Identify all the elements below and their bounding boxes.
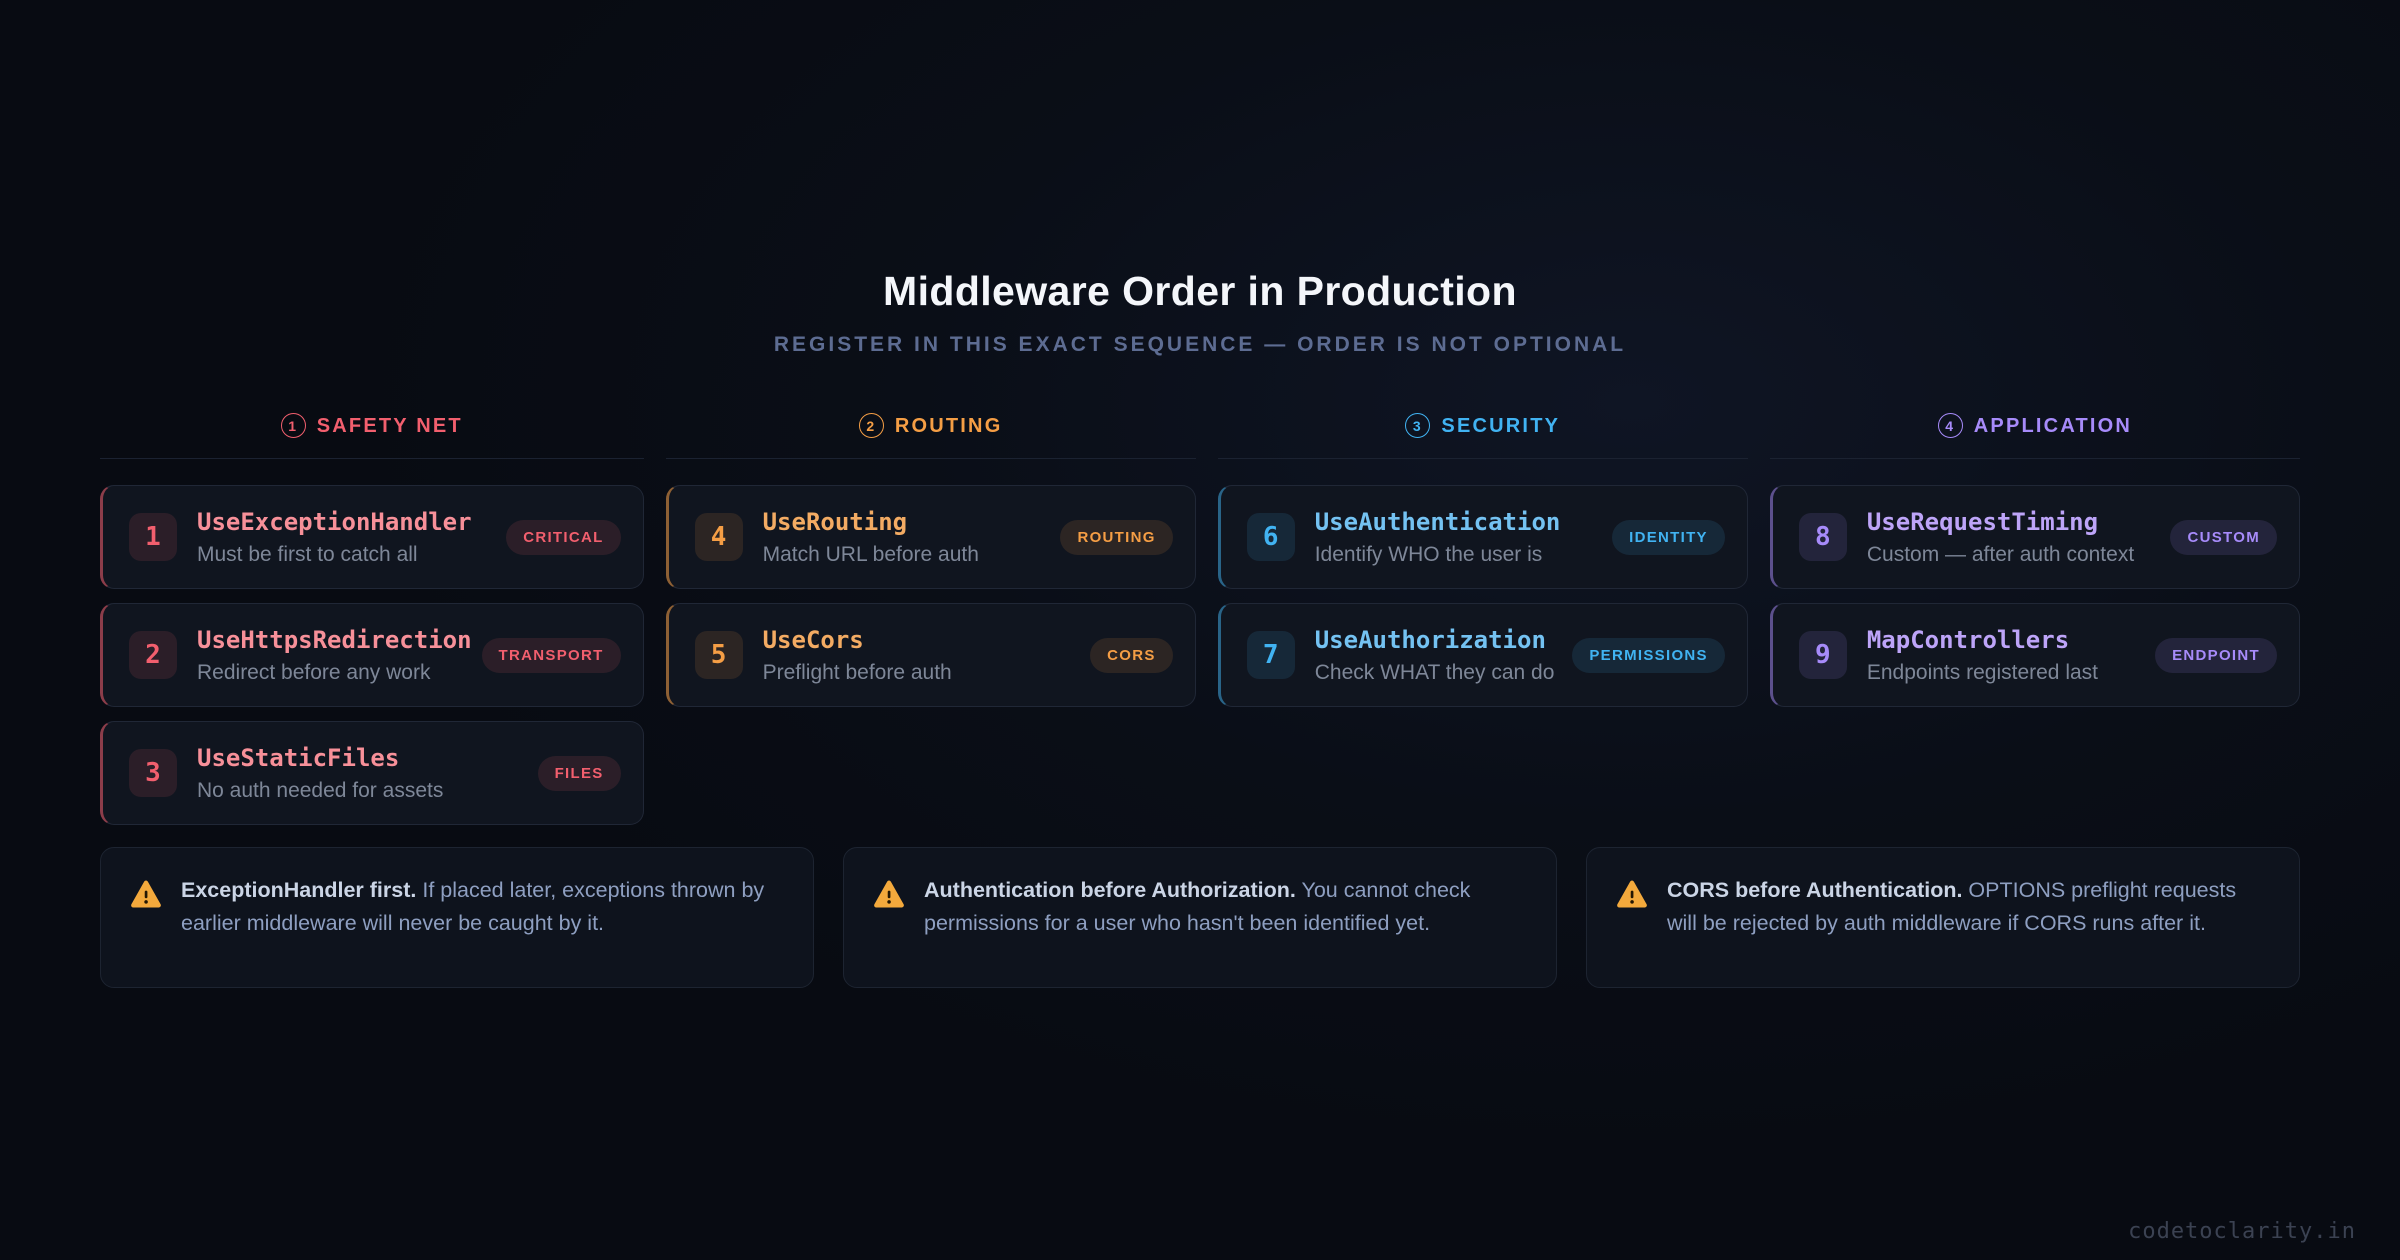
column-safety-net: 1 SAFETY NET 1 UseExceptionHandler Must … [100, 413, 644, 825]
middleware-name: UseAuthentication [1314, 507, 1561, 536]
middleware-card-use-exception-handler: 1 UseExceptionHandler Must be first to c… [100, 485, 644, 589]
column-security: 3 SECURITY 6 UseAuthentication Identify … [1217, 413, 1748, 707]
middleware-description: Preflight before auth [762, 660, 952, 684]
step-number: 8 [1798, 513, 1847, 561]
category-badge: ENDPOINT [2155, 637, 2277, 673]
middleware-description: Match URL before auth [762, 542, 979, 566]
note-body: OPTIONS preflight requests will be rejec… [1667, 878, 2237, 935]
step-number: 1 [129, 513, 177, 561]
column-label: SAFETY NET [316, 414, 463, 437]
middleware-card-map-controllers: 9 MapControllers Endpoints registered la… [1769, 603, 2300, 707]
column-label: ROUTING [894, 414, 1003, 437]
middleware-card-use-static-files: 3 UseStaticFiles No auth needed for asse… [100, 721, 644, 825]
middleware-name: MapControllers [1866, 625, 2070, 654]
middleware-name: UseRequestTiming [1866, 507, 2099, 536]
middleware-description: Check WHAT they can do [1314, 660, 1555, 684]
column-label: SECURITY [1441, 414, 1561, 437]
middleware-description: Custom — after auth context [1866, 542, 2135, 566]
category-badge: PERMISSIONS [1572, 637, 1725, 673]
card-text: UseStaticFiles No auth needed for assets [197, 744, 528, 803]
middleware-card-use-routing: 4 UseRouting Match URL before auth ROUTI… [665, 485, 1196, 589]
content-area: Middleware Order in Production REGISTER … [100, 0, 2300, 988]
middleware-name: UseCors [762, 625, 864, 654]
category-badge: CRITICAL [506, 519, 621, 555]
middleware-name: UseHttpsRedirection [197, 625, 472, 654]
category-badge: CORS [1090, 637, 1173, 673]
column-header-routing: 2 ROUTING [665, 413, 1196, 459]
column-header-security: 3 SECURITY [1217, 413, 1748, 459]
category-badge: IDENTITY [1612, 519, 1725, 555]
note-body: You cannot check permissions for a user … [924, 878, 1471, 935]
warning-notes-row: ExceptionHandler first. If placed later,… [100, 847, 2300, 988]
page-title: Middleware Order in Production [883, 268, 1517, 314]
middleware-description: Endpoints registered last [1866, 660, 2098, 684]
note-text: CORS before Authentication. OPTIONS pref… [1667, 874, 2271, 939]
step-number: 5 [694, 631, 743, 679]
circled-number-icon: 1 [280, 413, 306, 438]
note-lead: CORS before Authentication. [1667, 878, 1963, 902]
middleware-card-use-cors: 5 UseCors Preflight before auth CORS [665, 603, 1196, 707]
column-application: 4 APPLICATION 8 UseRequestTiming Custom … [1769, 413, 2300, 707]
note-lead: ExceptionHandler first. [181, 878, 417, 902]
middleware-card-use-https-redirection: 2 UseHttpsRedirection Redirect before an… [100, 603, 644, 707]
middleware-description: No auth needed for assets [197, 778, 444, 802]
circled-number-icon: 3 [1405, 413, 1431, 438]
column-label: APPLICATION [1973, 414, 2133, 437]
step-number: 3 [129, 749, 177, 797]
card-text: UseAuthorization Check WHAT they can do [1315, 626, 1563, 685]
step-number: 9 [1798, 631, 1847, 679]
middleware-card-use-authorization: 7 UseAuthorization Check WHAT they can d… [1217, 603, 1748, 707]
circled-number-icon: 4 [1937, 413, 1963, 438]
step-number: 2 [129, 631, 177, 679]
card-text: UseRequestTiming Custom — after auth con… [1867, 508, 2161, 567]
warning-icon [131, 880, 161, 908]
category-badge: FILES [537, 755, 621, 791]
warning-icon [874, 880, 904, 908]
middleware-description: Must be first to catch all [197, 542, 418, 566]
column-header-application: 4 APPLICATION [1769, 413, 2300, 459]
warning-note-auth-order: Authentication before Authorization. You… [843, 847, 1557, 988]
column-routing: 2 ROUTING 4 UseRouting Match URL before … [665, 413, 1196, 707]
middleware-name: UseRouting [762, 507, 908, 536]
step-number: 7 [1246, 631, 1295, 679]
note-text: ExceptionHandler first. If placed later,… [181, 874, 785, 939]
card-text: MapControllers Endpoints registered last [1867, 626, 2145, 685]
middleware-name: UseExceptionHandler [197, 507, 472, 536]
card-text: UseExceptionHandler Must be first to cat… [197, 508, 496, 567]
warning-note-cors-order: CORS before Authentication. OPTIONS pref… [1586, 847, 2300, 988]
column-header-safety-net: 1 SAFETY NET [100, 413, 644, 459]
note-lead: Authentication before Authorization. [924, 878, 1296, 902]
step-number: 6 [1246, 513, 1295, 561]
middleware-card-use-authentication: 6 UseAuthentication Identify WHO the use… [1217, 485, 1748, 589]
page-subtitle: REGISTER IN THIS EXACT SEQUENCE — ORDER … [773, 333, 1627, 356]
middleware-columns: 1 SAFETY NET 1 UseExceptionHandler Must … [100, 413, 2300, 825]
card-stack: 1 UseExceptionHandler Must be first to c… [100, 485, 644, 825]
card-text: UseAuthentication Identify WHO the user … [1315, 508, 1602, 567]
middleware-name: UseStaticFiles [197, 743, 400, 772]
note-body: If placed later, exceptions thrown by ea… [181, 878, 765, 935]
card-stack: 6 UseAuthentication Identify WHO the use… [1217, 485, 1748, 707]
warning-icon [1617, 880, 1647, 908]
category-badge: TRANSPORT [481, 637, 621, 673]
note-text: Authentication before Authorization. You… [924, 874, 1528, 939]
card-text: UseHttpsRedirection Redirect before any … [197, 626, 472, 685]
circled-number-icon: 2 [858, 413, 884, 438]
step-number: 4 [694, 513, 743, 561]
category-badge: CUSTOM [2170, 519, 2277, 555]
card-text: UseRouting Match URL before auth [763, 508, 1051, 567]
middleware-description: Identify WHO the user is [1314, 542, 1543, 566]
middleware-description: Redirect before any work [197, 660, 431, 684]
middleware-name: UseAuthorization [1314, 625, 1546, 654]
warning-note-exception-handler: ExceptionHandler first. If placed later,… [100, 847, 814, 988]
card-stack: 4 UseRouting Match URL before auth ROUTI… [665, 485, 1196, 707]
card-stack: 8 UseRequestTiming Custom — after auth c… [1769, 485, 2300, 707]
card-text: UseCors Preflight before auth [763, 626, 1081, 685]
category-badge: ROUTING [1060, 519, 1173, 555]
watermark: codetoclarity.in [2128, 1219, 2356, 1244]
middleware-card-use-request-timing: 8 UseRequestTiming Custom — after auth c… [1769, 485, 2300, 589]
